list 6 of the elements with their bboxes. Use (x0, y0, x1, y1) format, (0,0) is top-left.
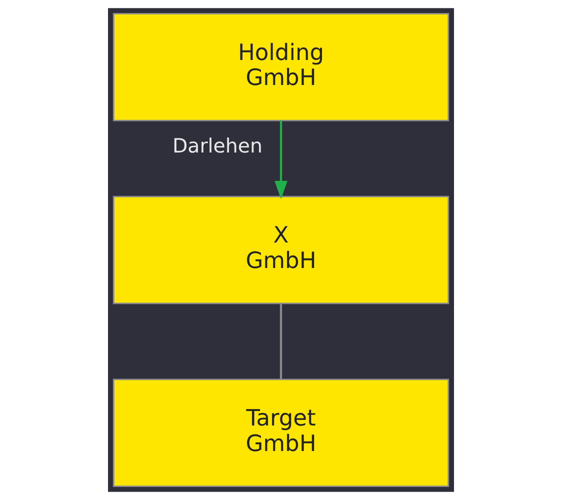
connector (280, 303, 282, 379)
node-box: Holding GmbH (112, 13, 450, 122)
node-box: Target GmbH (112, 378, 450, 487)
arrow (274, 120, 288, 200)
edge-label: Darlehen (172, 134, 262, 158)
node-box: X GmbH (112, 196, 450, 304)
